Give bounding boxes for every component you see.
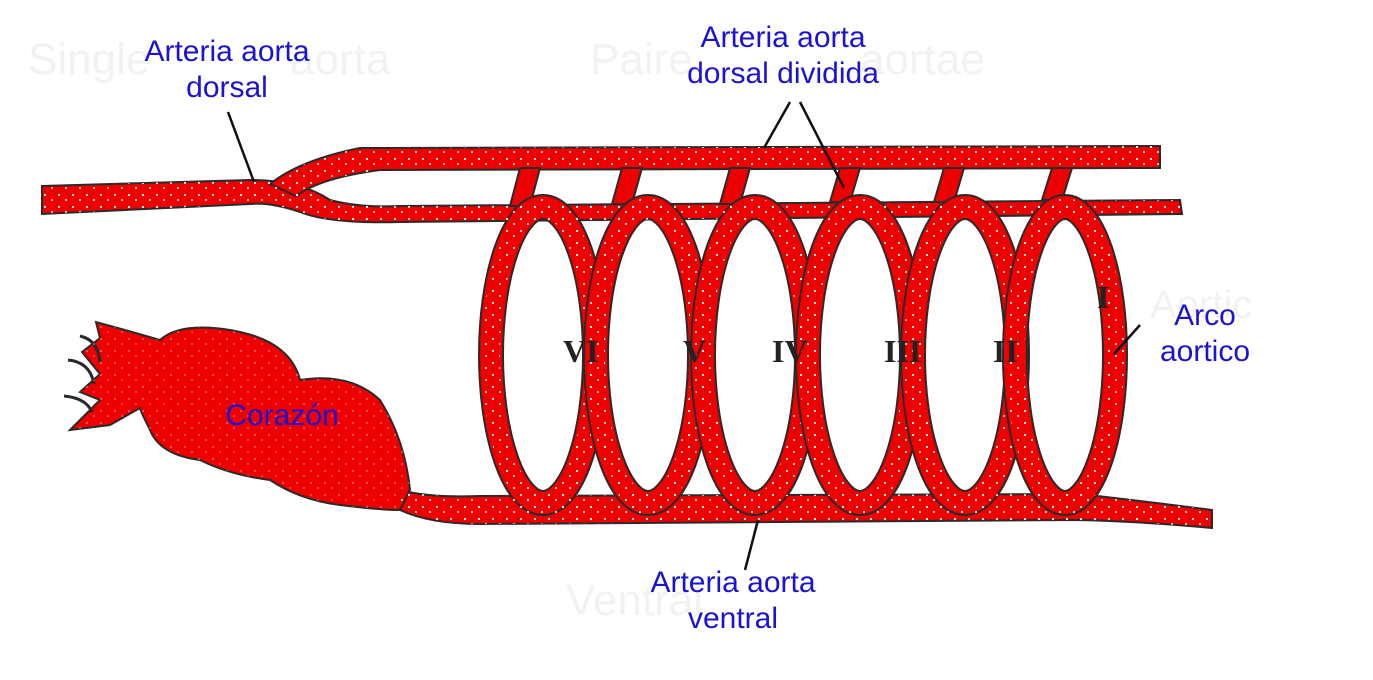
ghost-text-bottom: Ventral — [566, 576, 703, 625]
ghost-text-right: Aortic — [1150, 283, 1252, 327]
heart-speckle — [70, 322, 410, 510]
ghost-text-middle: Paire — [590, 35, 693, 84]
label-arch-line2: aortico — [1159, 335, 1251, 368]
label-ventral-line1: Arteria aorta — [650, 566, 816, 599]
upper-branch-speckle — [270, 146, 1160, 196]
paired-aorta-connectors — [508, 167, 1074, 207]
arch-numeral-3: III — [884, 333, 921, 369]
label-heart: Corazón — [225, 399, 339, 432]
label-ventral-line2: ventral — [687, 602, 779, 635]
leader-dorsal — [226, 111, 256, 183]
heart-outline-bump-2 — [67, 358, 96, 385]
leader-divided-left — [762, 101, 792, 149]
arch-numerals: VI V IV III II I — [563, 279, 1109, 369]
label-aortic-arch: Arco aortico — [1140, 298, 1270, 370]
heart-outline-bump-3 — [63, 394, 94, 413]
ghost-text-left: Single — [28, 35, 150, 84]
leader-divided-right — [798, 101, 846, 189]
label-dorsal-aorta-line2: dorsal — [186, 71, 268, 104]
ventral-aorta-speckle — [400, 490, 1212, 528]
leader-ventral — [743, 519, 760, 571]
leader-arch — [1113, 324, 1141, 355]
dorsal-aorta-speckle — [42, 180, 1182, 223]
label-ventral-aorta: Arteria aorta ventral — [628, 565, 838, 637]
label-divided-line1: Arteria aorta — [700, 21, 866, 54]
label-dorsal-aorta: Arteria aorta dorsal — [122, 34, 332, 106]
label-divided-line2: dorsal dividida — [687, 57, 879, 90]
label-arch-line1: Arco — [1174, 299, 1236, 332]
arch-numeral-4: IV — [772, 333, 808, 369]
ghost-text-middle2: aortae — [860, 35, 985, 84]
arch-numeral-6: VI — [563, 333, 599, 369]
label-dorsal-aorta-line1: Arteria aorta — [144, 35, 310, 68]
label-divided-dorsal-aorta: Arteria aorta dorsal dividida — [658, 20, 908, 92]
ghost-text-left2: aorta — [290, 35, 391, 84]
leader-lines — [226, 101, 1141, 571]
arch-numeral-5: V — [683, 333, 706, 369]
arch-numeral-2: II — [993, 333, 1018, 369]
vessel-group — [41, 144, 1213, 530]
arch-numeral-1: I — [1097, 279, 1109, 315]
